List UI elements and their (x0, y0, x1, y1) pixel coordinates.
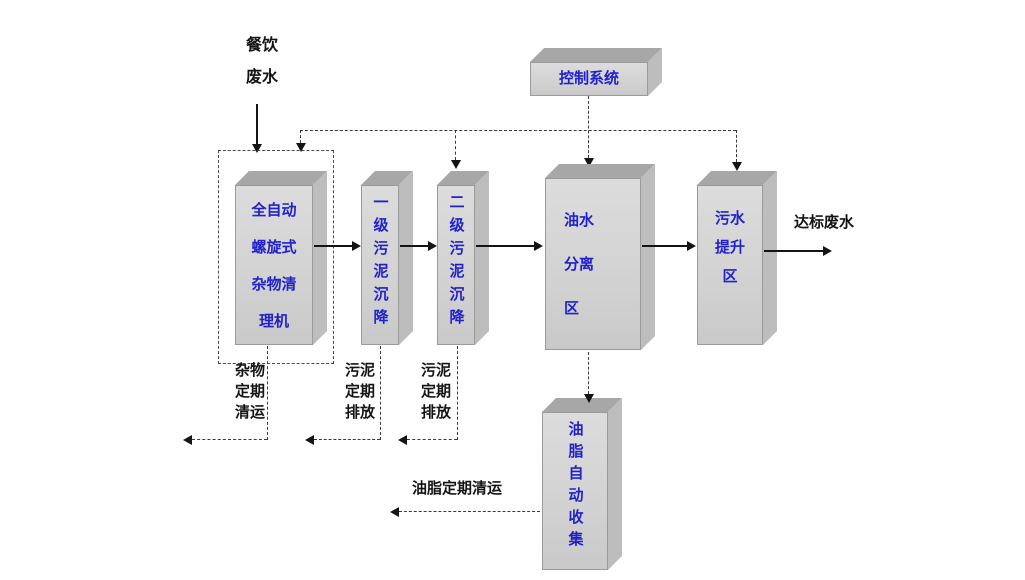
sludge1-discharge-line-vertical (380, 346, 381, 440)
node-label: 控制系统 (558, 70, 619, 87)
effluent-label: 达标废水 (793, 214, 854, 231)
label-line: 定期 (234, 383, 265, 400)
flow-line-stage1-to-stage2 (400, 245, 428, 247)
box-side-face (641, 164, 655, 350)
node-label-line: 理机 (258, 313, 289, 330)
flow-arrowhead-icon (352, 241, 361, 251)
influent-label-line: 餐饮 (245, 37, 278, 54)
flow-line-oilwater-to-lift (642, 245, 687, 247)
flow-line-effluent (764, 250, 823, 252)
node-sludge-stage2: 二级污泥沉降 (437, 185, 475, 345)
sludge1-discharge-label: 污泥 定期 排放 (334, 360, 386, 423)
box-front-face: 二级污泥沉降 (437, 185, 475, 345)
node-screw-machine: 全自动 螺旋式 杂物清 理机 (235, 185, 313, 345)
node-label-line: 杂物清 (251, 276, 297, 293)
sludge2-discharge-line-horizontal (407, 439, 457, 440)
flow-arrowhead-icon (428, 241, 437, 251)
influent-arrowhead-icon (252, 144, 262, 153)
node-label-line: 分离 (564, 256, 595, 273)
grease-removal-arrowhead-icon (390, 507, 399, 517)
box-side-face (313, 171, 327, 345)
box-side-face (763, 171, 777, 345)
screw-machine-boundary (218, 150, 334, 364)
grease-drop-arrowhead-icon (584, 394, 594, 403)
box-side-face (648, 48, 662, 96)
grease-removal-line (399, 511, 540, 512)
box-top-face (530, 48, 662, 62)
node-label-line: 螺旋式 (251, 239, 297, 256)
control-line-to-stage2 (455, 130, 456, 160)
box-top-face (361, 171, 413, 185)
box-side-face (608, 398, 622, 570)
flow-line-screw-to-stage1 (314, 245, 352, 247)
node-label-line: 区 (722, 268, 738, 285)
sludge1-discharge-line-horizontal (314, 439, 380, 440)
node-grease-collection: 油脂自动收集 (542, 412, 608, 570)
label-line: 定期 (344, 383, 375, 400)
control-line-to-oil-water (588, 96, 589, 158)
node-label-line: 全自动 (251, 202, 297, 219)
node-label: 二级污泥沉降 (447, 194, 465, 332)
debris-removal-label: 杂物 定期 清运 (222, 360, 278, 423)
node-sludge-stage1: 一级污泥沉降 (361, 185, 399, 345)
control-line-to-screw (300, 130, 301, 143)
control-arrowhead-icon (296, 143, 306, 152)
debris-removal-line-horizontal (192, 439, 267, 440)
grease-removal-label: 油脂定期清运 (412, 480, 503, 497)
control-arrowhead-icon (451, 160, 461, 169)
box-top-face (542, 398, 622, 412)
box-front-face: 全自动 螺旋式 杂物清 理机 (235, 185, 313, 345)
label-line: 排放 (420, 404, 451, 421)
control-bus-line (300, 130, 736, 131)
flow-line-stage2-to-oilwater (476, 245, 534, 247)
label-line: 排放 (344, 404, 375, 421)
flow-arrowhead-icon (823, 246, 832, 256)
node-oil-water-separation: 油水 分离 区 (545, 178, 641, 350)
node-label-line: 区 (564, 300, 580, 317)
sludge1-discharge-arrowhead-icon (305, 435, 314, 445)
box-front-face: 一级污泥沉降 (361, 185, 399, 345)
box-top-face (235, 171, 327, 185)
control-arrowhead-icon (584, 158, 594, 167)
box-top-face (697, 171, 777, 185)
node-label: 一级污泥沉降 (371, 194, 389, 332)
debris-removal-line-vertical (267, 346, 268, 440)
label-line: 清运 (234, 404, 265, 421)
control-line-to-lift (736, 130, 737, 162)
box-top-face (545, 164, 655, 178)
label-line: 定期 (420, 383, 451, 400)
node-label: 油脂自动收集 (566, 421, 584, 553)
debris-removal-arrowhead-icon (183, 435, 192, 445)
influent-flow-line (256, 104, 258, 144)
node-label-line: 污水 (714, 210, 745, 227)
flow-arrowhead-icon (534, 241, 543, 251)
node-sewage-lift: 污水 提升 区 (697, 185, 763, 345)
label-line: 污泥 (420, 362, 451, 379)
box-side-face (399, 171, 413, 345)
node-label-line: 提升 (714, 239, 745, 256)
box-front-face: 控制系统 (530, 62, 648, 96)
node-control-system: 控制系统 (530, 62, 648, 96)
box-front-face: 油水 分离 区 (545, 178, 641, 350)
influent-label: 餐饮 废水 (238, 30, 286, 94)
sludge2-discharge-label: 污泥 定期 排放 (410, 360, 462, 423)
sludge2-discharge-arrowhead-icon (398, 435, 407, 445)
influent-label-line: 废水 (245, 69, 278, 86)
label-line: 杂物 (234, 362, 265, 379)
box-top-face (437, 171, 489, 185)
box-front-face: 污水 提升 区 (697, 185, 763, 345)
node-label-line: 油水 (564, 212, 595, 229)
box-side-face (475, 171, 489, 345)
box-front-face: 油脂自动收集 (542, 412, 608, 570)
flow-arrowhead-icon (687, 241, 696, 251)
control-arrowhead-icon (732, 162, 742, 171)
sludge2-discharge-line-vertical (457, 346, 458, 440)
grease-drop-line (588, 352, 589, 394)
label-line: 污泥 (344, 362, 375, 379)
